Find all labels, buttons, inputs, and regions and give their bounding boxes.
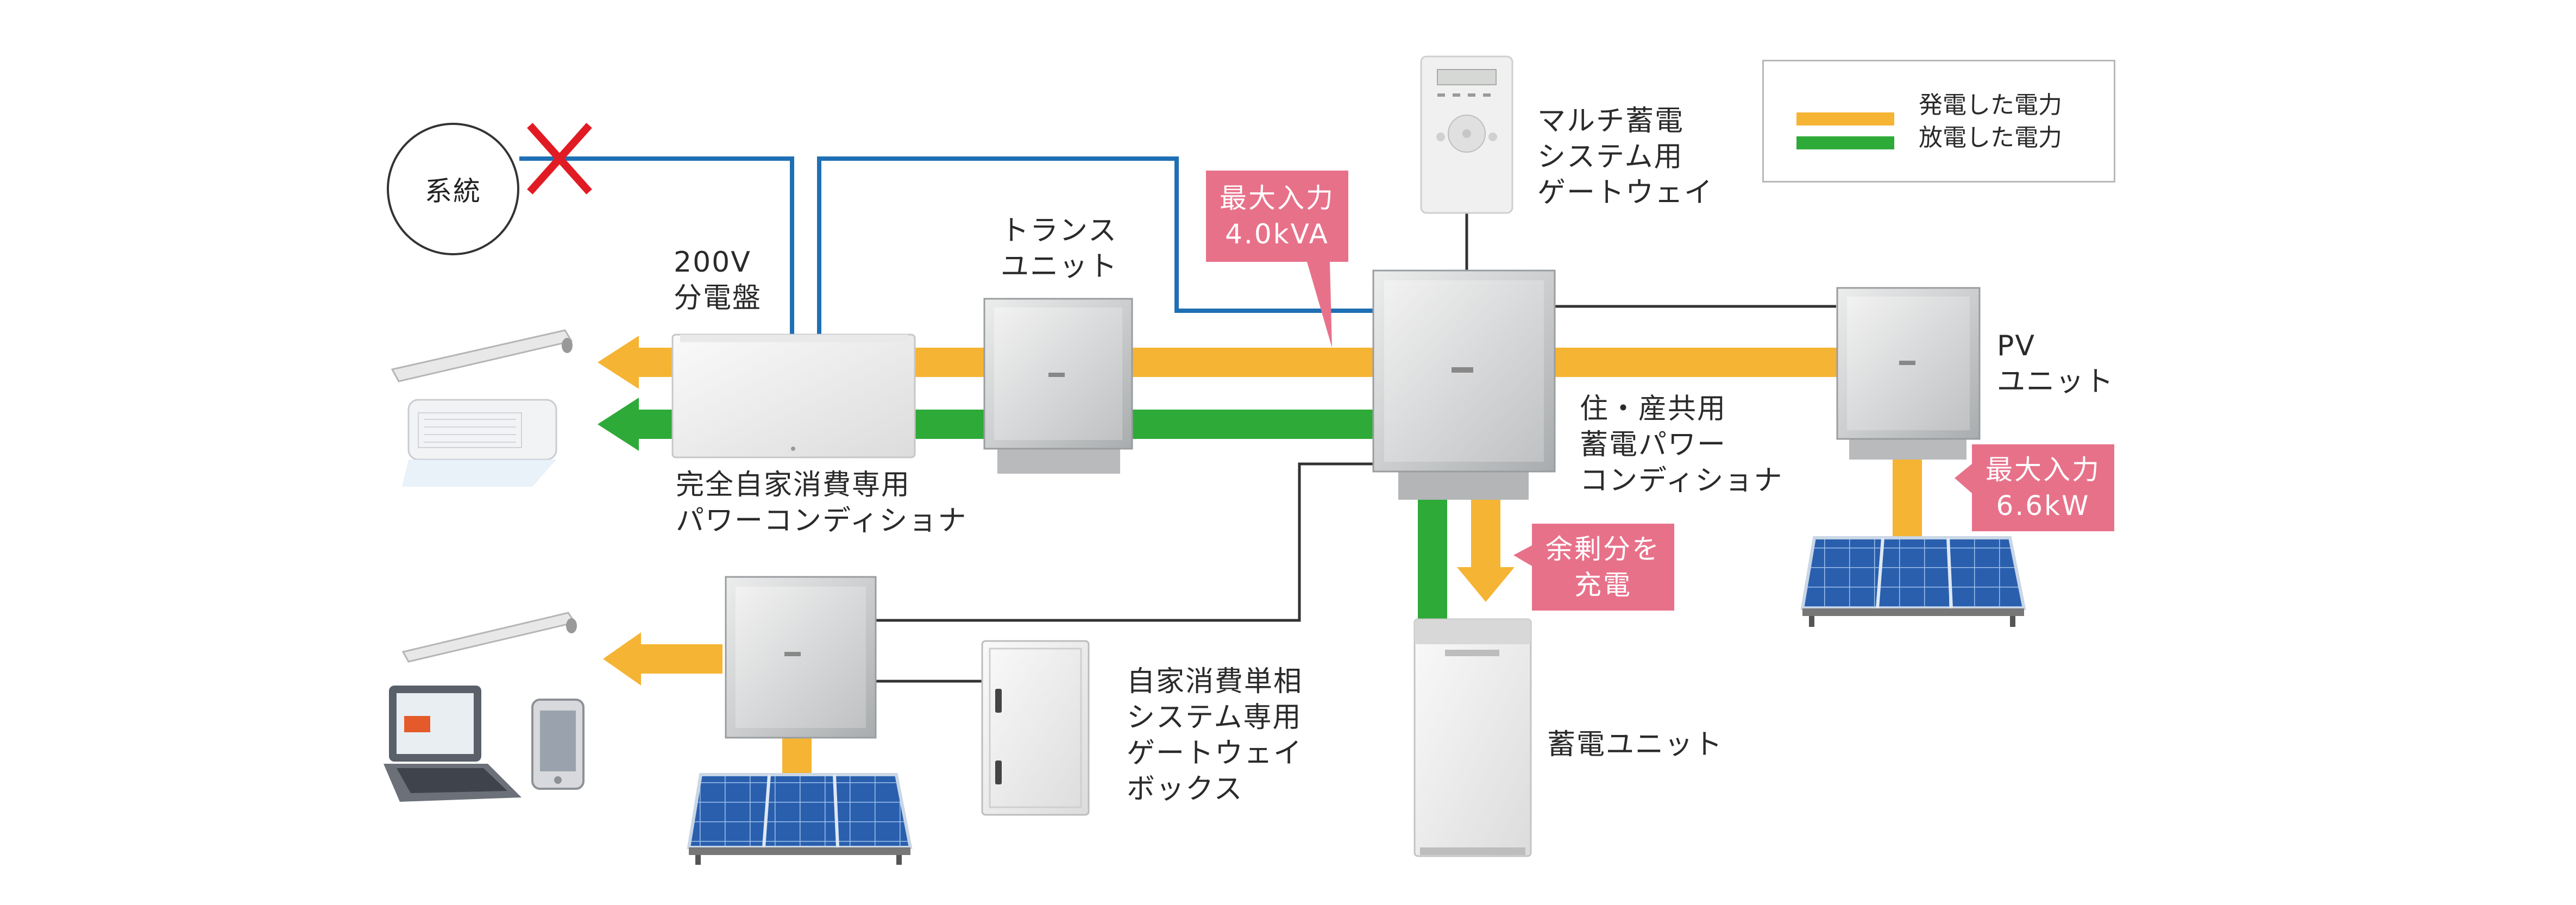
legend-label-generated: 発電した電力 — [1919, 91, 2062, 119]
full-self-consumption-pcs — [671, 334, 916, 458]
trans-unit — [983, 298, 1133, 474]
callout-pointer-kva — [1307, 262, 1332, 348]
gateway-box-label: 自家消費単相 システム専用 ゲートウェイ ボックス — [1127, 665, 1303, 806]
laptop-icon — [384, 686, 522, 802]
arrow-generated-to-loads — [598, 336, 639, 389]
air-conditioner-icon — [402, 399, 557, 487]
flow-pv-up — [1893, 456, 1922, 543]
legend-swatch-generated — [1796, 112, 1894, 125]
legend-swatch-discharged — [1796, 136, 1894, 149]
cross-icon — [527, 123, 592, 194]
storage-pcs-label: 住・産共用 蓄電パワー コンディショナ — [1580, 393, 1783, 497]
flow-discharged-main — [913, 410, 1373, 439]
pv-unit — [1836, 287, 1981, 460]
legend-label-discharged: 放電した電力 — [1919, 124, 2062, 152]
gateway-label: マルチ蓄電 システム用 ゲートウェイ — [1537, 105, 1714, 209]
storage-unit-label: 蓄電ユニット — [1547, 728, 1724, 761]
callout-max-input-kva: 最大入力 4.0kVA — [1206, 171, 1348, 262]
flow-lower-pv-up — [782, 733, 812, 777]
legend: 発電した電力 放電した電力 — [1762, 60, 2115, 183]
multi-storage-gateway — [1420, 55, 1513, 214]
arrow-charge-to-battery — [1457, 567, 1515, 602]
storage-power-conditioner — [1372, 269, 1556, 500]
pv-unit-label: PV ユニット — [1997, 330, 2115, 398]
lower-power-conditioner — [725, 576, 877, 739]
full-self-pcs-label: 完全自家消費専用 パワーコンディショナ — [676, 469, 967, 537]
signal-lines — [876, 213, 1836, 683]
arrow-lower-to-loads — [603, 632, 641, 686]
pcs-to-lower-line — [876, 462, 1373, 622]
arrow-discharged-to-loads — [598, 398, 639, 451]
trans-unit-label: トランス ユニット — [1001, 215, 1119, 283]
solar-panel-icon — [687, 773, 913, 865]
flow-generated-main — [913, 348, 1373, 377]
smartphone-icon — [531, 699, 585, 790]
single-phase-gateway-box — [981, 640, 1090, 816]
ceiling-light-icon — [391, 329, 573, 382]
callout-max-input-kw: 最大入力 6.6kW — [1972, 444, 2114, 531]
callout-pointer-kw — [1955, 464, 1972, 493]
solar-panel-icon — [1800, 536, 2026, 627]
grid-line-to-storage-pcs — [817, 156, 1373, 336]
storage-unit — [1413, 618, 1532, 857]
flow-discharge-from-battery — [1418, 497, 1447, 621]
grid-line-to-board — [519, 156, 794, 336]
callout-surplus-charge: 余剰分を 充電 — [1532, 524, 1674, 611]
grid-label: 系統 — [387, 123, 519, 255]
callout-pointer-surplus — [1513, 545, 1532, 566]
distribution-board-label: 200V 分電盤 — [674, 246, 762, 315]
flow-generated-pv — [1554, 348, 1842, 377]
ceiling-light-icon — [401, 612, 577, 663]
grid-lines — [519, 156, 1373, 336]
